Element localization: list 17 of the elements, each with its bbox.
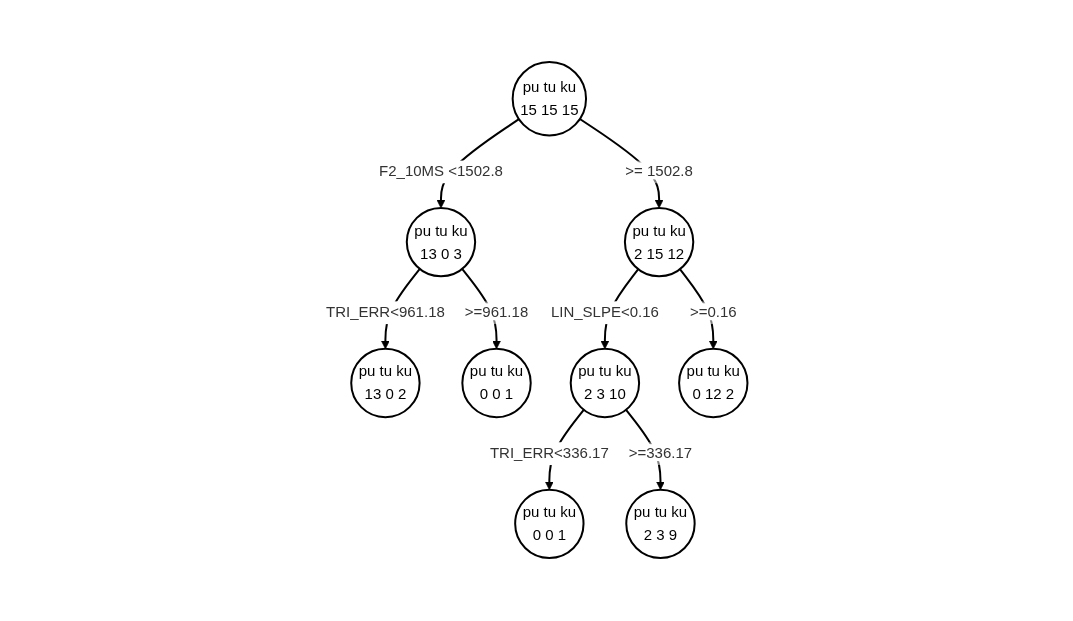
edge-label: TRI_ERR<961.18 [325,303,445,321]
edge-label: >=961.18 [464,303,528,321]
node-circle: pu tu ku 0 0 1 [513,489,585,560]
node-circle: pu tu ku 0 12 2 [677,348,749,419]
node-circle: pu tu ku 13 0 3 [405,207,476,278]
edge-label: F2_10MS <1502.8 [378,162,503,180]
edge-label: LIN_SLPE<0.16 [550,303,659,321]
edge-label: >= 1502.8 [625,162,693,180]
node-circle: pu tu ku 0 0 1 [461,348,532,419]
node-circle: pu tu ku 2 3 10 [569,348,640,419]
node-circle: pu tu ku 2 3 9 [625,489,696,560]
edge-label: >=336.17 [628,444,692,462]
edge-label: >=0.16 [689,303,737,321]
node-circle: pu tu ku 15 15 15 [511,61,587,137]
edge-label: TRI_ERR<336.17 [489,444,609,462]
node-circle: pu tu ku 13 0 2 [350,348,421,419]
node-circle: pu tu ku 2 15 12 [623,207,695,278]
